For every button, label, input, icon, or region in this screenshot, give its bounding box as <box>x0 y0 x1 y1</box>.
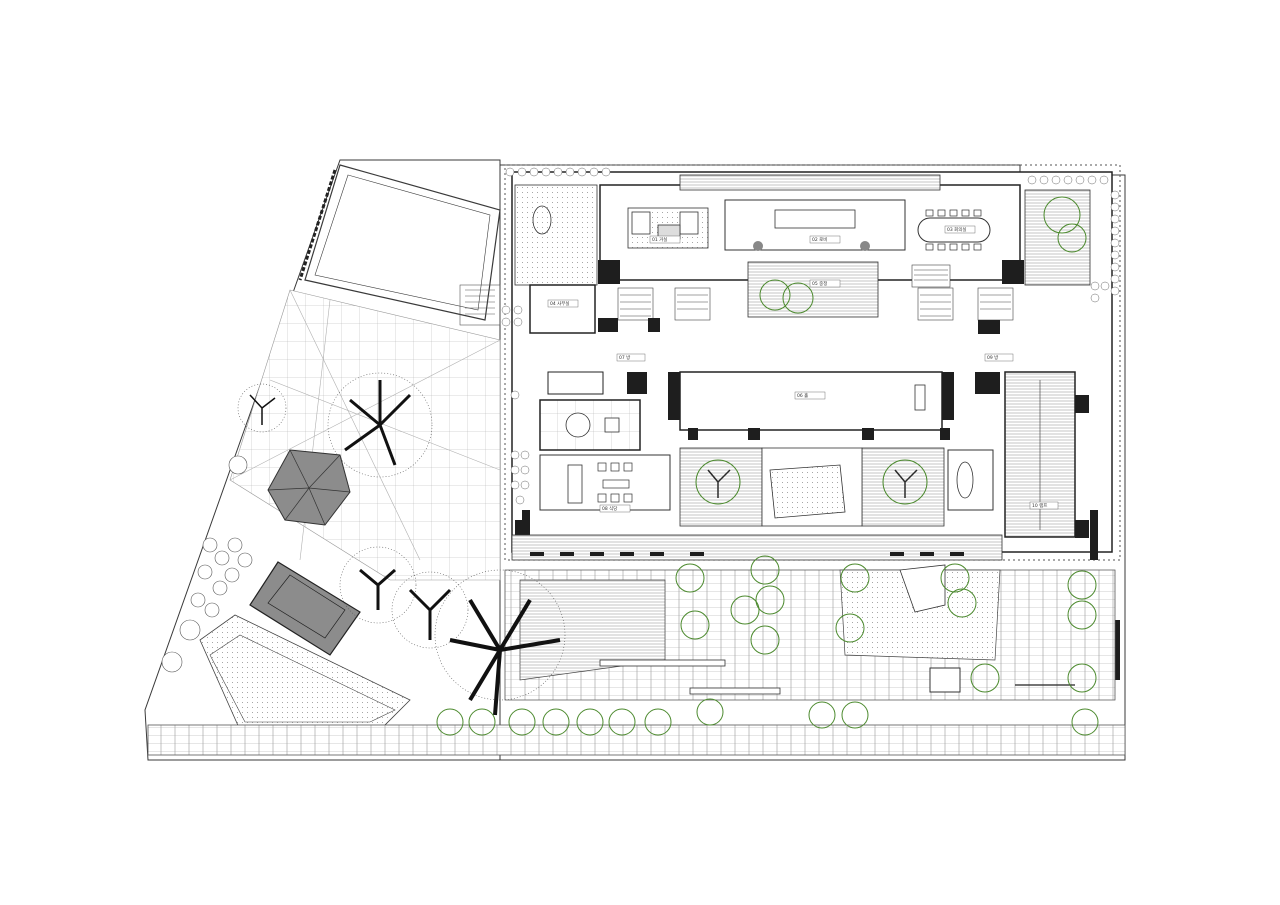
ramp-sw <box>199 614 411 731</box>
room-label-ramp-e: 10 램프 <box>1032 502 1047 509</box>
room-label-box: 08 식당 <box>599 504 631 513</box>
stair-icon <box>459 284 501 326</box>
room-label-box: 10 램프 <box>1029 501 1059 510</box>
room-label-box: 01 거실 <box>649 235 681 244</box>
room-label-box: 09 방 <box>984 353 1014 362</box>
west-garden <box>229 164 501 581</box>
gazebo-icon <box>267 449 351 526</box>
room-label-lobby-center: 06 홀 <box>797 392 808 399</box>
room-label-room-w1: 07 방 <box>619 354 630 361</box>
tree-icon <box>161 167 1120 736</box>
room-label-room-e1: 09 방 <box>987 354 998 361</box>
room-label-meeting-ne: 03 회의실 <box>947 226 967 233</box>
room-label-dining-w: 08 식당 <box>602 505 617 512</box>
room-label-box: 04 사무실 <box>547 299 579 308</box>
south-plaza <box>147 564 1126 756</box>
pavilion-roof <box>249 561 361 656</box>
room-label-courtyard-n: 05 중정 <box>812 280 827 287</box>
room-label-box: 05 중정 <box>809 279 841 288</box>
parking-structure <box>298 164 501 321</box>
room-label-box: 02 로비 <box>809 235 841 244</box>
room-label-office-w: 04 사무실 <box>550 300 570 307</box>
room-label-box: 03 회의실 <box>944 225 976 234</box>
room-label-hall-north: 02 로비 <box>812 236 827 243</box>
room-label-box: 07 방 <box>616 353 646 362</box>
room-label-box: 06 홀 <box>794 391 826 400</box>
room-label-lounge-nw: 01 거실 <box>652 236 667 243</box>
